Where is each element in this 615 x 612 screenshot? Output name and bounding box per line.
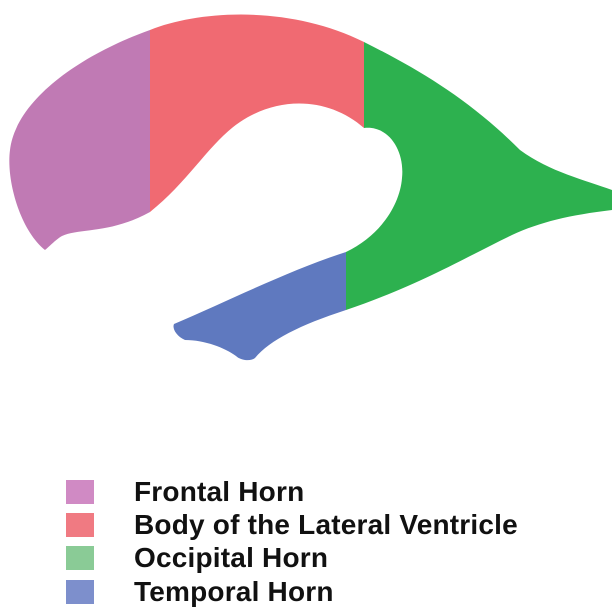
legend-label: Frontal Horn: [134, 476, 304, 508]
legend-label: Body of the Lateral Ventricle: [134, 509, 518, 541]
legend-label: Occipital Horn: [134, 542, 328, 574]
legend-swatch: [66, 580, 94, 604]
legend-item-occipital-horn: Occipital Horn: [66, 543, 94, 573]
legend-swatch: [66, 513, 94, 537]
occipital-horn-region: [346, 42, 612, 310]
legend-item-frontal-horn: Frontal Horn: [66, 477, 94, 507]
frontal-horn-region: [9, 30, 150, 250]
legend-swatch: [66, 546, 94, 570]
legend-label: Temporal Horn: [134, 576, 334, 608]
body-of-lateral-ventricle-region: [150, 15, 364, 212]
legend-swatch: [66, 480, 94, 504]
temporal-horn-region: [173, 252, 346, 360]
legend-item-temporal-horn: Temporal Horn: [66, 577, 94, 607]
legend-item-body-of-lateral-ventricle: Body of the Lateral Ventricle: [66, 510, 94, 540]
